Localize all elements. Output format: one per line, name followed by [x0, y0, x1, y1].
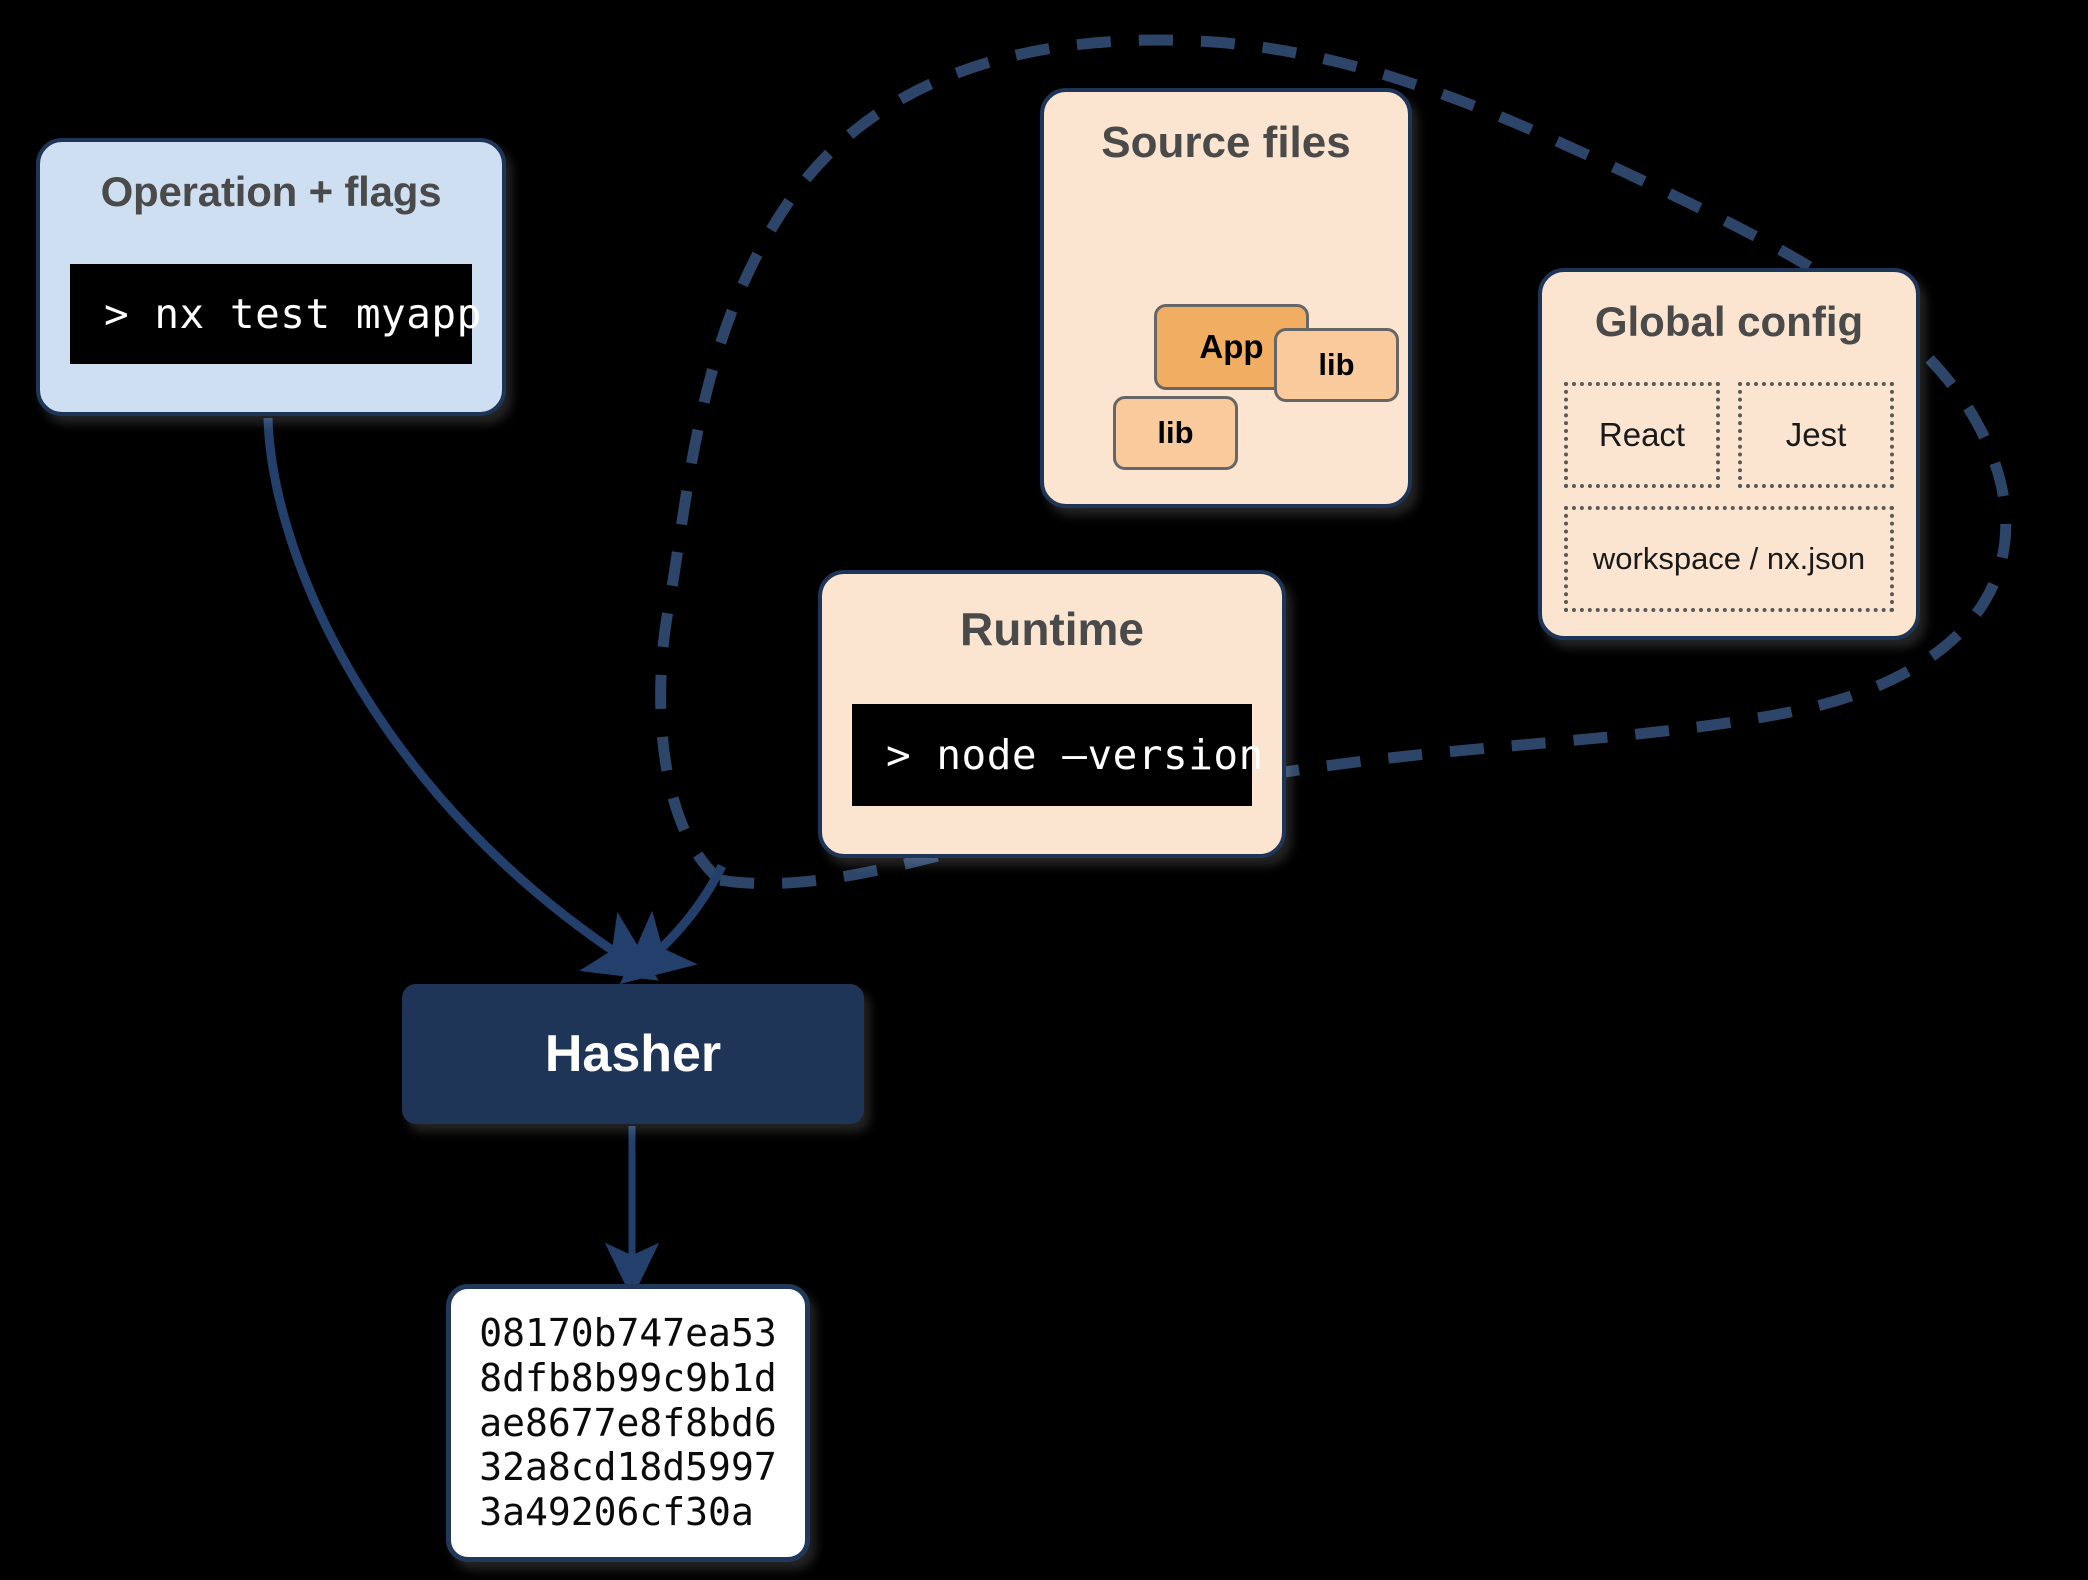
- source-node-app-label: App: [1199, 328, 1264, 365]
- hash-line: ae8677e8f8bd6: [479, 1400, 777, 1445]
- source-node-lib-left-label: lib: [1157, 415, 1194, 450]
- global-config-panel[interactable]: Global config React Jest workspace / nx.…: [1538, 268, 1920, 640]
- runtime-terminal: > node –version: [852, 704, 1263, 806]
- global-config-title: Global config: [1594, 298, 1864, 345]
- global-config-row-1: React Jest: [1564, 382, 1894, 488]
- source-files-title: Source files: [1101, 118, 1351, 167]
- runtime-title: Runtime: [960, 603, 1144, 655]
- global-config-cell-react[interactable]: React: [1564, 382, 1720, 488]
- hasher-node[interactable]: Hasher: [402, 984, 864, 1124]
- hash-line: 32a8cd18d5997: [479, 1445, 777, 1490]
- hash-line: 8dfb8b99c9b1d: [479, 1355, 777, 1400]
- source-node-lib-left[interactable]: lib: [1113, 396, 1238, 470]
- arrow-inputs-to-hasher: [619, 863, 727, 985]
- global-config-grid: React Jest workspace / nx.json: [1564, 382, 1894, 612]
- hasher-label: Hasher: [544, 1025, 722, 1083]
- hash-line: 3a49206cf30a: [479, 1490, 754, 1535]
- runtime-terminal-command: > node –version: [886, 731, 1264, 779]
- source-node-lib-right-label: lib: [1318, 347, 1355, 382]
- operation-terminal-command: > nx test myapp: [104, 290, 482, 338]
- source-files-panel[interactable]: Source files App: [1040, 88, 1412, 508]
- hash-line: 08170b747ea53: [479, 1310, 777, 1355]
- global-config-cell-workspace-nxjson[interactable]: workspace / nx.json: [1564, 506, 1894, 612]
- global-config-row-2: workspace / nx.json: [1564, 506, 1894, 612]
- runtime-panel[interactable]: Runtime > node –version: [818, 570, 1286, 858]
- hash-output-node[interactable]: 08170b747ea53 8dfb8b99c9b1d ae8677e8f8bd…: [446, 1284, 810, 1562]
- global-config-cell-jest[interactable]: Jest: [1738, 382, 1894, 488]
- operation-terminal: > nx test myapp: [70, 264, 481, 364]
- operation-flags-panel[interactable]: Operation + flags > nx test myapp: [36, 138, 506, 416]
- hash-output-lines: 08170b747ea53 8dfb8b99c9b1d ae8677e8f8bd…: [479, 1311, 776, 1535]
- operation-flags-title: Operation + flags: [100, 168, 442, 215]
- arrow-operation-to-hasher: [263, 417, 659, 981]
- source-node-lib-right[interactable]: lib: [1274, 328, 1399, 402]
